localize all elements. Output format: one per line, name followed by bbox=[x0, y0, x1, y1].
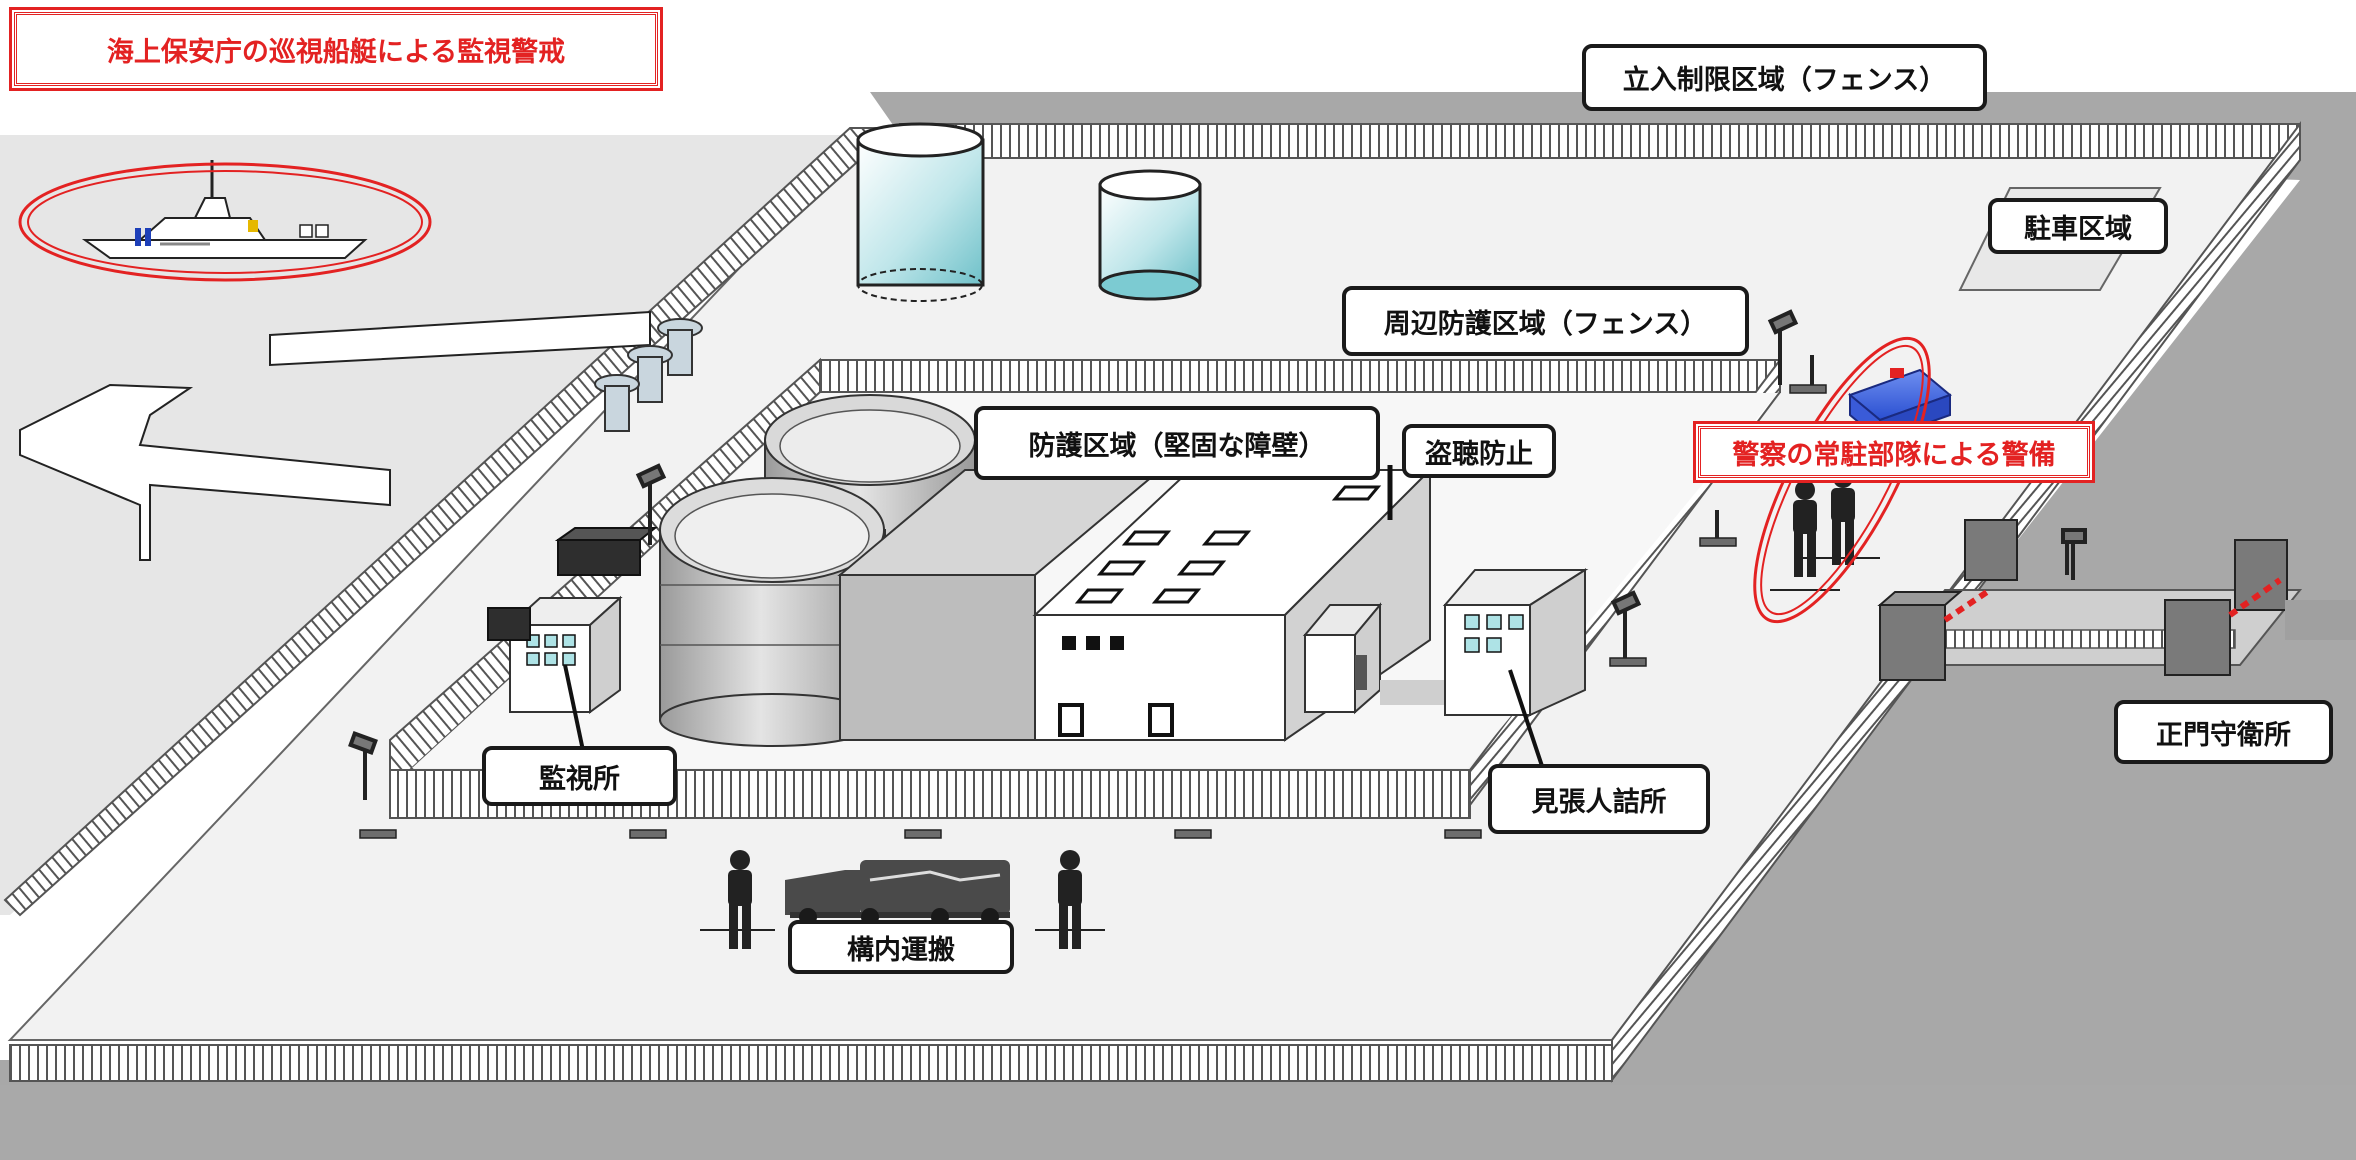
fence-posts bbox=[359, 384, 1827, 839]
guard-post-building bbox=[1442, 568, 1589, 717]
protected-building bbox=[837, 465, 1460, 742]
outer-fence-bottom bbox=[9, 1044, 1613, 1082]
patrol-ship-icon bbox=[81, 160, 368, 259]
main-gate bbox=[1877, 519, 2356, 681]
parking-area-label: 駐車区域 bbox=[1988, 198, 2168, 254]
monitoring-station-label: 監視所 bbox=[482, 746, 677, 806]
leader-lines bbox=[563, 664, 1547, 776]
monitoring-station-building bbox=[507, 595, 623, 714]
outer-fence-top bbox=[899, 123, 2301, 159]
grey-tank-front bbox=[659, 477, 886, 747]
guard-post-label: 見張人詰所 bbox=[1488, 764, 1710, 834]
police-guard-label: 警察の常駐部隊による警備 bbox=[1698, 426, 2090, 478]
restricted-area-label: 立入制限区域（フェンス） bbox=[1582, 44, 1987, 111]
guard-figure-icon bbox=[728, 468, 1855, 949]
ground-area bbox=[0, 92, 2356, 1160]
on-site-transport-label: 構内運搬 bbox=[788, 920, 1014, 974]
water-tank-2 bbox=[1098, 169, 1202, 301]
main-gate-label: 正門守衛所 bbox=[2114, 700, 2333, 764]
anti-eavesdrop-label: 盗聴防止 bbox=[1402, 424, 1556, 478]
protected-area-label: 防護区域（堅固な障壁） bbox=[974, 406, 1380, 480]
sensor-boxes bbox=[487, 527, 658, 641]
perimeter-area-label: 周辺防護区域（フェンス） bbox=[1342, 286, 1749, 356]
coast-guard-label: 海上保安庁の巡視船艇による監視警戒 bbox=[14, 12, 658, 86]
tanker-truck-icon bbox=[785, 860, 1010, 926]
water-tank-1 bbox=[856, 122, 985, 302]
inner-fence-top bbox=[819, 359, 1781, 393]
camera-pole-icon bbox=[348, 309, 2087, 800]
jetty bbox=[19, 383, 391, 561]
pier-tanks bbox=[594, 318, 703, 432]
ship-highlight-oval bbox=[18, 162, 432, 282]
